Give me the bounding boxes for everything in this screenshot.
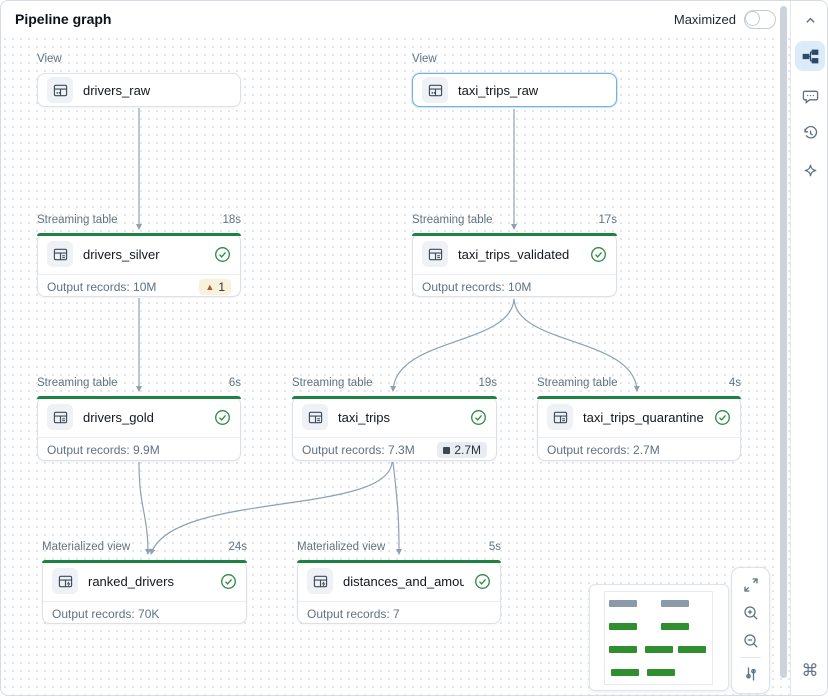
- node-type-label: Streaming table: [37, 214, 118, 226]
- node-status-bar: [37, 233, 241, 236]
- warning-triangle-icon: ▲: [205, 281, 215, 292]
- minimap[interactable]: [589, 584, 729, 691]
- node-status-bar: [537, 396, 741, 399]
- node-status-bar: [42, 560, 247, 563]
- minimap-node: [609, 646, 637, 653]
- materialized-view-icon: [307, 568, 333, 594]
- node-name: distances_and_amounts_b...: [343, 573, 464, 589]
- fit-to-screen-button[interactable]: [732, 571, 769, 599]
- node-name: taxi_trips_validated: [458, 246, 570, 262]
- node-type-label: View: [412, 53, 437, 65]
- node-ranked-drivers[interactable]: ranked_drivers Output records: 70K: [42, 560, 247, 624]
- page-title: Pipeline graph: [15, 11, 112, 27]
- view-table-icon: [47, 77, 73, 103]
- success-check-icon: [470, 409, 487, 426]
- node-name: drivers_gold: [83, 409, 154, 425]
- graph-settings-button[interactable]: [732, 660, 769, 688]
- success-check-icon: [214, 246, 231, 263]
- collapse-chevron-icon[interactable]: [795, 9, 825, 31]
- toggle-knob: [745, 10, 760, 26]
- streaming-table-icon: [47, 404, 73, 430]
- node-name: ranked_drivers: [88, 573, 174, 589]
- success-check-icon: [590, 246, 607, 263]
- output-records: Output records: 2.7M: [547, 443, 660, 457]
- output-records: Output records: 9.9M: [47, 443, 160, 457]
- minimap-node: [609, 600, 637, 607]
- minimap-node: [678, 646, 706, 653]
- node-duration: 6s: [228, 377, 241, 389]
- node-duration: 4s: [728, 377, 741, 389]
- vertical-scrollbar[interactable]: [780, 6, 787, 678]
- node-taxi-trips-validated[interactable]: taxi_trips_validated Output records: 10M: [412, 233, 617, 297]
- node-taxi-trips-quarantine[interactable]: taxi_trips_quarantine Output records: 2.…: [537, 396, 741, 461]
- minimap-node: [645, 646, 673, 653]
- node-status-bar: [37, 396, 241, 399]
- node-drivers-raw[interactable]: drivers_raw: [37, 73, 241, 107]
- output-records: Output records: 10M: [422, 280, 532, 294]
- streaming-table-icon: [47, 241, 73, 267]
- assistant-sparkle-icon[interactable]: [795, 155, 825, 185]
- node-name: taxi_trips_quarantine: [583, 409, 704, 425]
- graph-header: Pipeline graph Maximized: [1, 1, 790, 37]
- pipeline-graph-tab[interactable]: [795, 41, 825, 71]
- view-table-icon: [422, 77, 448, 103]
- node-status-bar: [292, 396, 497, 399]
- success-check-icon: [220, 573, 237, 590]
- node-name: drivers_raw: [83, 82, 151, 98]
- success-check-icon: [214, 409, 231, 426]
- pipeline-graph-canvas[interactable]: Pipeline graph Maximized View drivers_ra…: [1, 1, 791, 695]
- right-sidebar: ⌘: [791, 1, 827, 695]
- streaming-table-icon: [302, 404, 328, 430]
- output-records: Output records: 7.3M: [302, 443, 415, 457]
- node-duration: 24s: [228, 541, 247, 553]
- maximized-label: Maximized: [673, 11, 736, 27]
- dropped-records-badge[interactable]: 2.7M: [437, 442, 487, 458]
- history-tab[interactable]: [795, 118, 825, 148]
- node-name: taxi_trips_raw: [458, 82, 539, 98]
- zoom-out-button[interactable]: [732, 627, 769, 655]
- materialized-view-icon: [52, 568, 78, 594]
- node-status-bar: [412, 233, 617, 236]
- canvas-controls: [731, 567, 770, 694]
- node-duration: 19s: [478, 377, 497, 389]
- output-records: Output records: 7: [307, 607, 400, 621]
- success-check-icon: [474, 573, 491, 590]
- node-distances-and-amounts[interactable]: distances_and_amounts_b... Output record…: [297, 560, 501, 624]
- node-type-label: View: [37, 53, 62, 65]
- streaming-table-icon: [422, 241, 448, 267]
- node-type-label: Streaming table: [537, 377, 618, 389]
- node-drivers-silver[interactable]: drivers_silver Output records: 10M ▲1: [37, 233, 241, 297]
- minimap-node: [611, 669, 639, 676]
- warning-badge[interactable]: ▲1: [199, 279, 231, 295]
- node-taxi-trips-raw[interactable]: taxi_trips_raw: [412, 73, 617, 107]
- maximized-toggle[interactable]: [744, 9, 776, 29]
- node-type-label: Materialized view: [42, 541, 131, 553]
- minimap-node: [609, 623, 637, 630]
- node-name: drivers_silver: [83, 246, 160, 262]
- node-type-label: Streaming table: [37, 377, 118, 389]
- minimap-node: [661, 600, 689, 607]
- output-records: Output records: 70K: [52, 607, 160, 621]
- minimap-node: [647, 669, 675, 676]
- dropped-square-icon: [443, 446, 451, 454]
- node-duration: 18s: [222, 214, 241, 226]
- node-type-label: Streaming table: [292, 377, 373, 389]
- command-key-icon: ⌘: [801, 661, 819, 680]
- zoom-in-button[interactable]: [732, 599, 769, 627]
- minimap-node: [661, 623, 689, 630]
- node-name: taxi_trips: [338, 409, 391, 425]
- streaming-table-icon: [547, 404, 573, 430]
- output-records: Output records: 10M: [47, 280, 157, 294]
- success-check-icon: [714, 409, 731, 426]
- comments-tab[interactable]: [795, 81, 825, 111]
- node-drivers-gold[interactable]: drivers_gold Output records: 9.9M: [37, 396, 241, 461]
- node-type-label: Streaming table: [412, 214, 493, 226]
- node-duration: 17s: [598, 214, 617, 226]
- node-taxi-trips[interactable]: taxi_trips Output records: 7.3M 2.7M: [292, 396, 497, 461]
- node-duration: 5s: [488, 541, 501, 553]
- node-status-bar: [297, 560, 501, 563]
- controls-divider: [740, 657, 761, 658]
- node-type-label: Materialized view: [297, 541, 386, 553]
